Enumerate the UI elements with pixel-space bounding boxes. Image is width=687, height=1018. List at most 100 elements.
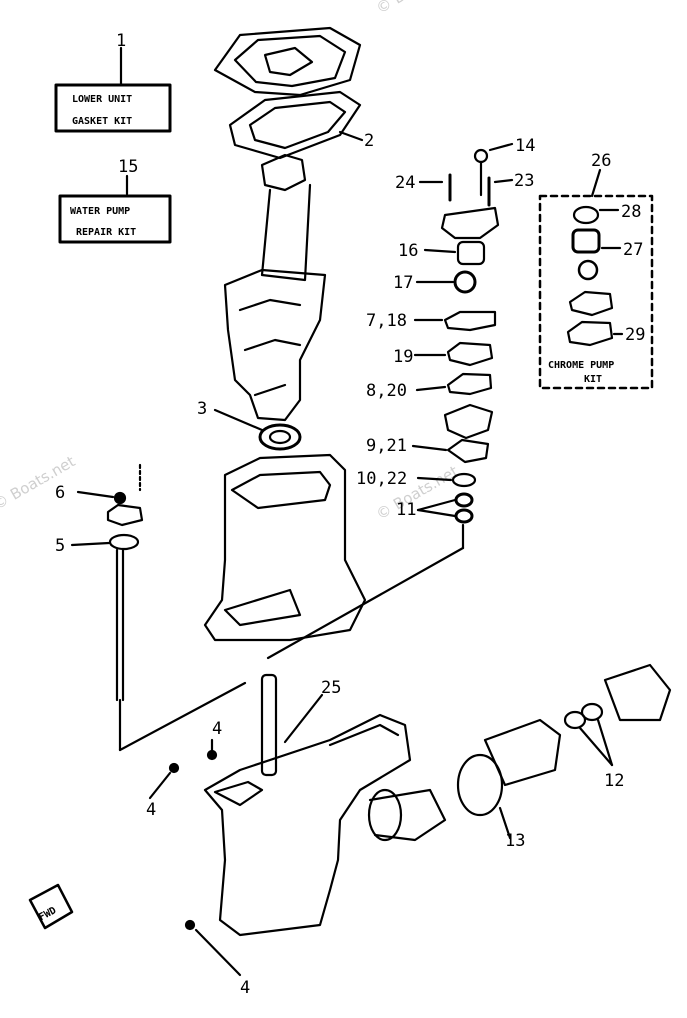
impeller-17: [453, 270, 477, 294]
callout-4a: 4: [146, 800, 156, 820]
water-pump-kit-line2: REPAIR KIT: [76, 227, 136, 238]
callout-3: 3: [197, 399, 207, 419]
leader-8-20: [415, 385, 447, 392]
chrome-pump-kit-line1: CHROME PUMP: [548, 360, 614, 371]
seal-3-inner: [268, 429, 292, 445]
callout-8-20: 8,20: [366, 381, 407, 401]
chrome-impeller: [577, 259, 599, 281]
pump-liner-16: [456, 240, 486, 266]
callout-28: 28: [621, 202, 641, 222]
watermark-left: © Boats.net: [0, 452, 78, 513]
bolt-4b: [206, 749, 218, 761]
water-pump-repair-kit-box: [58, 194, 172, 244]
leader-12b: [578, 726, 614, 767]
leader-4a: [148, 771, 172, 800]
bolt-6: [113, 491, 127, 505]
callout-5: 5: [55, 536, 65, 556]
housing-top-collar: [260, 153, 307, 192]
callout-15: 15: [118, 157, 138, 177]
top-gasket-port: [263, 46, 314, 77]
leader-2: [338, 130, 364, 142]
gear-forward: [367, 788, 403, 842]
callout-1: 1: [116, 31, 126, 51]
cartridge-9-21: [446, 438, 490, 464]
top-gasket-inner: [233, 34, 347, 88]
bolt-4a: [168, 762, 180, 774]
callout-2: 2: [364, 131, 374, 151]
leader-16: [423, 248, 457, 254]
watermark-top: © Boats.net: [373, 0, 461, 17]
fwd-badge: [28, 883, 74, 930]
lower-casing: [203, 713, 412, 937]
seal-11b: [454, 508, 474, 524]
liner-27: [571, 228, 601, 254]
prop-cap: [603, 663, 672, 722]
callout-24: 24: [395, 173, 415, 193]
callout-19: 19: [393, 347, 413, 367]
grommet-14: [473, 148, 489, 164]
leader-9-21: [411, 444, 448, 452]
callout-13: 13: [505, 831, 525, 851]
lower-unit-kit-line2: GASKET KIT: [72, 116, 132, 127]
leader-3: [213, 408, 264, 432]
leader-5: [70, 541, 111, 547]
leader-11a: [416, 498, 457, 512]
callout-26: 26: [591, 151, 611, 171]
pump-base: [443, 403, 494, 440]
callout-10-22: 10,22: [356, 469, 407, 489]
housing-neck: [260, 183, 312, 282]
driveshaft-25: [260, 673, 278, 777]
water-pump-kit-line1: WATER PUMP: [70, 206, 130, 217]
lower-casing-boss: [213, 780, 264, 807]
plate-19: [446, 341, 494, 367]
leader-11b: [416, 508, 457, 518]
shift-rod-connector: [118, 681, 247, 752]
callout-7-18: 7,18: [366, 311, 407, 331]
callout-4c: 4: [240, 978, 250, 998]
grommet-28: [572, 205, 600, 225]
leader-23: [493, 178, 514, 184]
midsection-housing: [223, 268, 327, 422]
leader-10-22: [416, 476, 453, 482]
callout-14: 14: [515, 136, 535, 156]
pump-housing: [440, 206, 500, 240]
callout-23: 23: [514, 171, 534, 191]
bearing-housing: [483, 718, 562, 787]
lower-unit-kit-line1: LOWER UNIT: [72, 94, 132, 105]
exhaust-housing-top: [230, 470, 332, 510]
gasket-2: [228, 90, 362, 160]
exhaust-housing: [203, 453, 367, 642]
chrome-pump-kit-box: [538, 194, 654, 390]
lower-unit-gasket-kit-box: [54, 83, 172, 133]
oring-13: [456, 753, 504, 817]
shift-rod-bracket: [106, 503, 144, 527]
callout-29: 29: [625, 325, 645, 345]
chrome-gasket: [568, 290, 614, 317]
seal-12a: [563, 710, 587, 730]
exhaust-housing-bottom: [223, 588, 302, 627]
gasket-7-18: [443, 310, 497, 332]
leader-25: [283, 693, 324, 744]
top-gasket: [213, 26, 362, 97]
seal-12b: [580, 702, 604, 722]
pump-stack-connector: [266, 546, 465, 660]
callout-25: 25: [321, 678, 341, 698]
callout-16: 16: [398, 241, 418, 261]
oring-5: [108, 533, 140, 551]
leader-4c: [194, 928, 242, 977]
seal-11a: [454, 492, 474, 508]
gasket-2-inner: [248, 100, 347, 150]
bolt-4c: [184, 919, 196, 931]
callout-27: 27: [623, 240, 643, 260]
gasket-8-20: [446, 372, 493, 396]
callout-6: 6: [55, 483, 65, 503]
callout-17: 17: [393, 273, 413, 293]
chrome-plate-29: [566, 320, 614, 347]
callout-9-21: 9,21: [366, 436, 407, 456]
leader-26: [590, 168, 602, 198]
gear-forward-body: [368, 788, 447, 842]
callout-4b: 4: [212, 719, 222, 739]
lower-casing-ridge: [328, 723, 400, 747]
